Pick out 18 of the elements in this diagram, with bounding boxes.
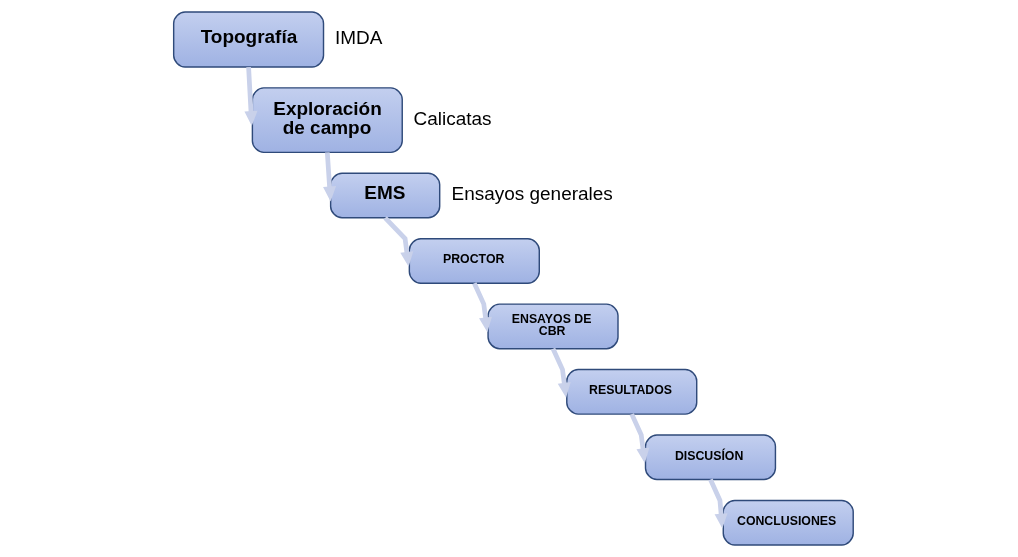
node-box: ENSAYOS DE CBR — [487, 303, 619, 350]
node-box: PROCTOR — [408, 237, 540, 284]
node-label: IMDA — [334, 27, 383, 49]
arrow — [550, 347, 571, 398]
arrow — [629, 413, 650, 464]
arrow — [472, 282, 492, 333]
arrow — [383, 216, 414, 267]
arrow — [244, 66, 258, 127]
node-box: Exploración de campo — [251, 87, 403, 154]
node-box: EMS — [329, 172, 441, 219]
node-box: CONCLUSIONES — [722, 499, 854, 546]
node-box: DISCUSÍON — [644, 434, 777, 481]
arrow — [708, 478, 728, 529]
node-label: Calicatas — [413, 107, 492, 129]
node-box: Topografía — [172, 11, 325, 68]
node-label: Ensayos generales — [451, 183, 613, 205]
node-box: RESULTADOS — [566, 368, 698, 415]
arrow — [323, 152, 337, 202]
